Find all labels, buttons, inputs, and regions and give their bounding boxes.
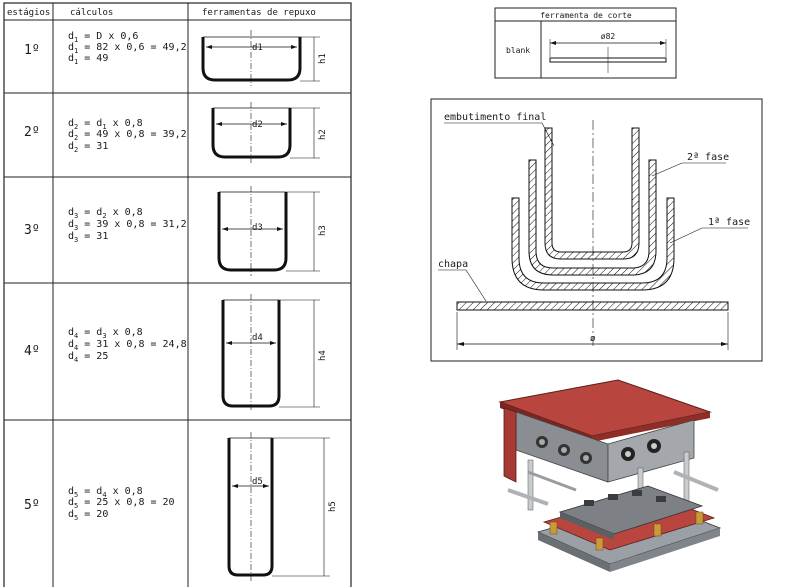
calc-line: d2 = 31 — [68, 141, 108, 154]
calc-line: d4 = d3 x 0,8 — [68, 327, 143, 340]
stage-number: 2º — [24, 125, 40, 140]
header-calculations: cálculos — [70, 8, 113, 18]
calc-line: d4 = 31 x 0,8 = 24,8 — [68, 339, 187, 352]
calc-line: d5 = 20 — [68, 509, 108, 522]
drawing-sequence-diagram: ø embutimento final 2ª fase 1ª fase chap… — [430, 98, 763, 362]
calc-line: d3 = 31 — [68, 231, 108, 244]
die-tool-illustration — [498, 379, 722, 572]
calc-line: d3 = 39 x 0,8 = 31,2 — [68, 219, 187, 232]
stage-number: 3º — [24, 223, 40, 238]
cup-diameter-label: d3 — [252, 223, 263, 233]
calc-line: d5 = d4 x 0,8 — [68, 486, 143, 499]
calc-line: d4 = 25 — [68, 351, 108, 364]
calc-line: d1 = D x 0,6 — [68, 31, 138, 44]
final-cup — [544, 127, 640, 260]
stage-number: 1º — [24, 43, 40, 58]
header-tools: ferramentas de repuxo — [202, 8, 316, 18]
sheet-plate — [456, 301, 729, 311]
label-sheet: chapa — [438, 259, 468, 270]
cup-diameter-label: d5 — [252, 477, 263, 487]
cup-diameter-label: d1 — [252, 43, 263, 53]
calc-line: d2 = d1 x 0,8 — [68, 118, 143, 131]
cup-drawing — [201, 30, 320, 86]
blank-diameter-label: ø82 — [601, 32, 616, 41]
stage-number: 4º — [24, 344, 40, 359]
sheet-diameter-label: ø — [590, 334, 596, 344]
cup-drawing — [221, 294, 320, 412]
header-stages: estágios — [7, 8, 50, 18]
cup-height-label: h5 — [328, 501, 338, 512]
label-phase2: 2ª fase — [687, 152, 729, 163]
table-frame — [3, 2, 352, 587]
phase2-cup — [528, 159, 657, 276]
cutting-tool-title: ferramenta de corte — [540, 11, 632, 20]
cup-diameter-label: d4 — [252, 333, 263, 343]
cup-drawing — [211, 102, 320, 163]
label-final-drawing: embutimento final — [444, 112, 546, 123]
calc-line: d5 = 25 x 0,8 = 20 — [68, 497, 175, 510]
calc-line: d1 = 49 — [68, 53, 108, 66]
calc-line: d3 = d2 x 0,8 — [68, 207, 143, 220]
phase1-cup — [511, 197, 675, 291]
stage-number: 5º — [24, 498, 40, 513]
blank-label: blank — [506, 46, 530, 55]
cup-drawing — [217, 186, 320, 276]
cup-diameter-label: d2 — [252, 120, 263, 130]
calc-line: d1 = 82 x 0,6 = 49,2 — [68, 42, 187, 55]
cup-drawing — [227, 432, 330, 582]
calc-line: d2 = 49 x 0,8 = 39,2 — [68, 129, 187, 142]
cup-height-label: h4 — [318, 350, 328, 361]
stages-table: estágios cálculos ferramentas de repuxo … — [3, 2, 352, 587]
cup-height-label: h2 — [318, 129, 328, 140]
cup-height-label: h3 — [318, 225, 328, 236]
cup-height-label: h1 — [318, 53, 328, 64]
cutting-tool-table: ferramenta de corte blank ø82 — [494, 7, 677, 79]
label-phase1: 1ª fase — [708, 217, 750, 228]
